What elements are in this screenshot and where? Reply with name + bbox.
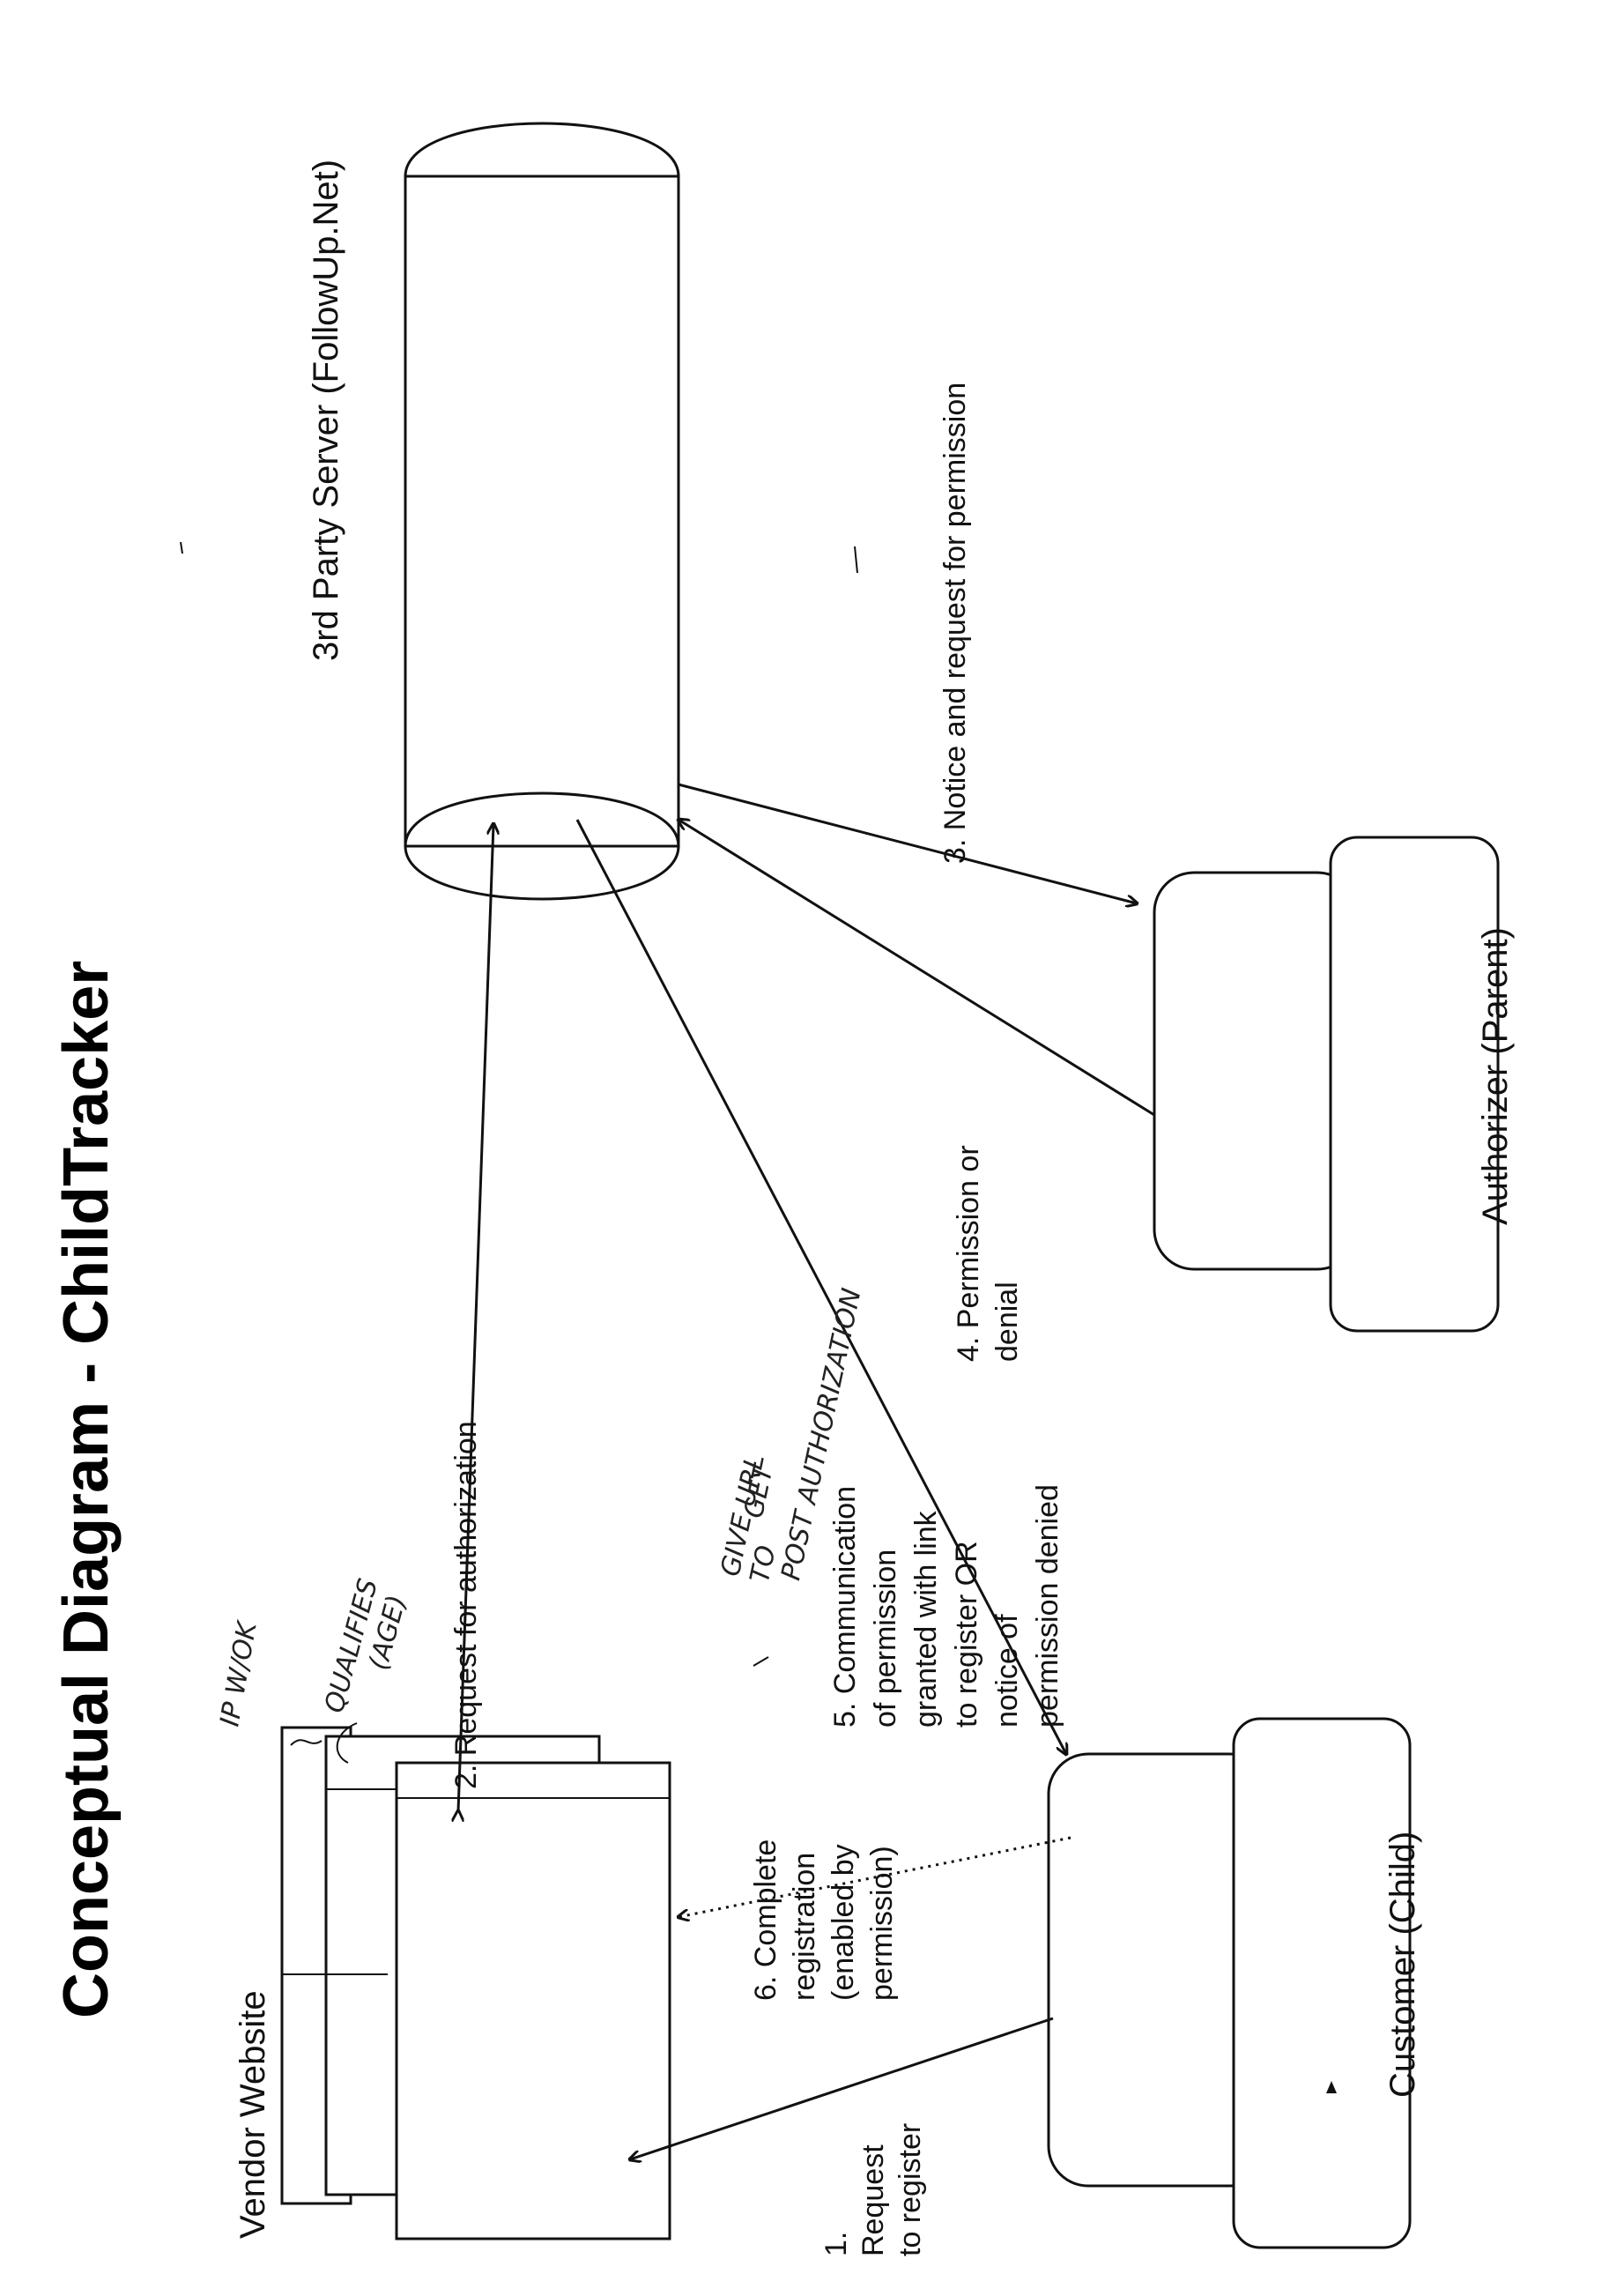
- step5-line1: 5. Communication: [828, 1486, 862, 1728]
- step6-line3: (enabled by: [827, 1844, 860, 2001]
- handwritten-qualifies-note: QUALIFIES (AGE): [319, 1567, 417, 1724]
- step5-line5: notice of: [990, 1614, 1024, 1728]
- arrow-permission-or-denial: [679, 820, 1154, 1115]
- step6-line1: 6. Complete: [749, 1839, 782, 2001]
- scan-artifact-tick: [855, 546, 857, 573]
- step2-label: 2. Request for authorization: [449, 1421, 483, 1789]
- server-label: 3rd Party Server (FollowUp.Net): [307, 160, 345, 661]
- handwritten-dash-mark: [753, 1657, 768, 1666]
- step5-line6: permission denied: [1031, 1484, 1064, 1728]
- diagram-title: Conceptual Diagram - ChildTracker: [51, 961, 122, 2018]
- step5-line4: to register OR: [950, 1541, 983, 1728]
- handwritten-give-url-line2: TO: [745, 1542, 782, 1585]
- step6-line2: registration: [788, 1853, 821, 2001]
- step3-label: 3. Notice and request for permission: [938, 383, 972, 864]
- arrow-request-to-register: [630, 2018, 1053, 2159]
- vendor-label: Vendor Website: [234, 1990, 272, 2239]
- server-cylinder-icon: [405, 123, 679, 899]
- handwritten-ok-note: IP W/OK: [214, 1617, 263, 1728]
- step1-line1: 1.: [819, 2232, 853, 2256]
- step4-line2: denial: [990, 1282, 1024, 1362]
- customer-computer-icon: [1049, 1719, 1410, 2248]
- step5-label: 5. Communication of permission granted w…: [828, 1478, 1064, 1728]
- authorizer-computer-icon: [1154, 837, 1498, 1331]
- scan-artifact-dot: [181, 542, 182, 554]
- step1-line3: to register: [894, 2123, 927, 2256]
- step6-line4: permission): [865, 1846, 899, 2001]
- step5-line2: of permission: [869, 1549, 902, 1728]
- step1-line2: Request: [856, 2144, 890, 2256]
- arrow-notice-request-permission: [679, 784, 1137, 903]
- step6-label: 6. Complete registration (enabled by per…: [749, 1831, 899, 2001]
- vendor-website-pages-icon: [282, 1728, 670, 2239]
- customer-label: Customer (Child): [1383, 1832, 1422, 2098]
- authorizer-label: Authorizer (Parent): [1476, 927, 1515, 1225]
- step1-label: 1. Request to register: [819, 2123, 927, 2256]
- step5-line3: granted with link: [909, 1510, 943, 1728]
- step4-line1: 4. Permission or: [952, 1145, 985, 1362]
- step4-label: 4. Permission or denial: [952, 1137, 1024, 1362]
